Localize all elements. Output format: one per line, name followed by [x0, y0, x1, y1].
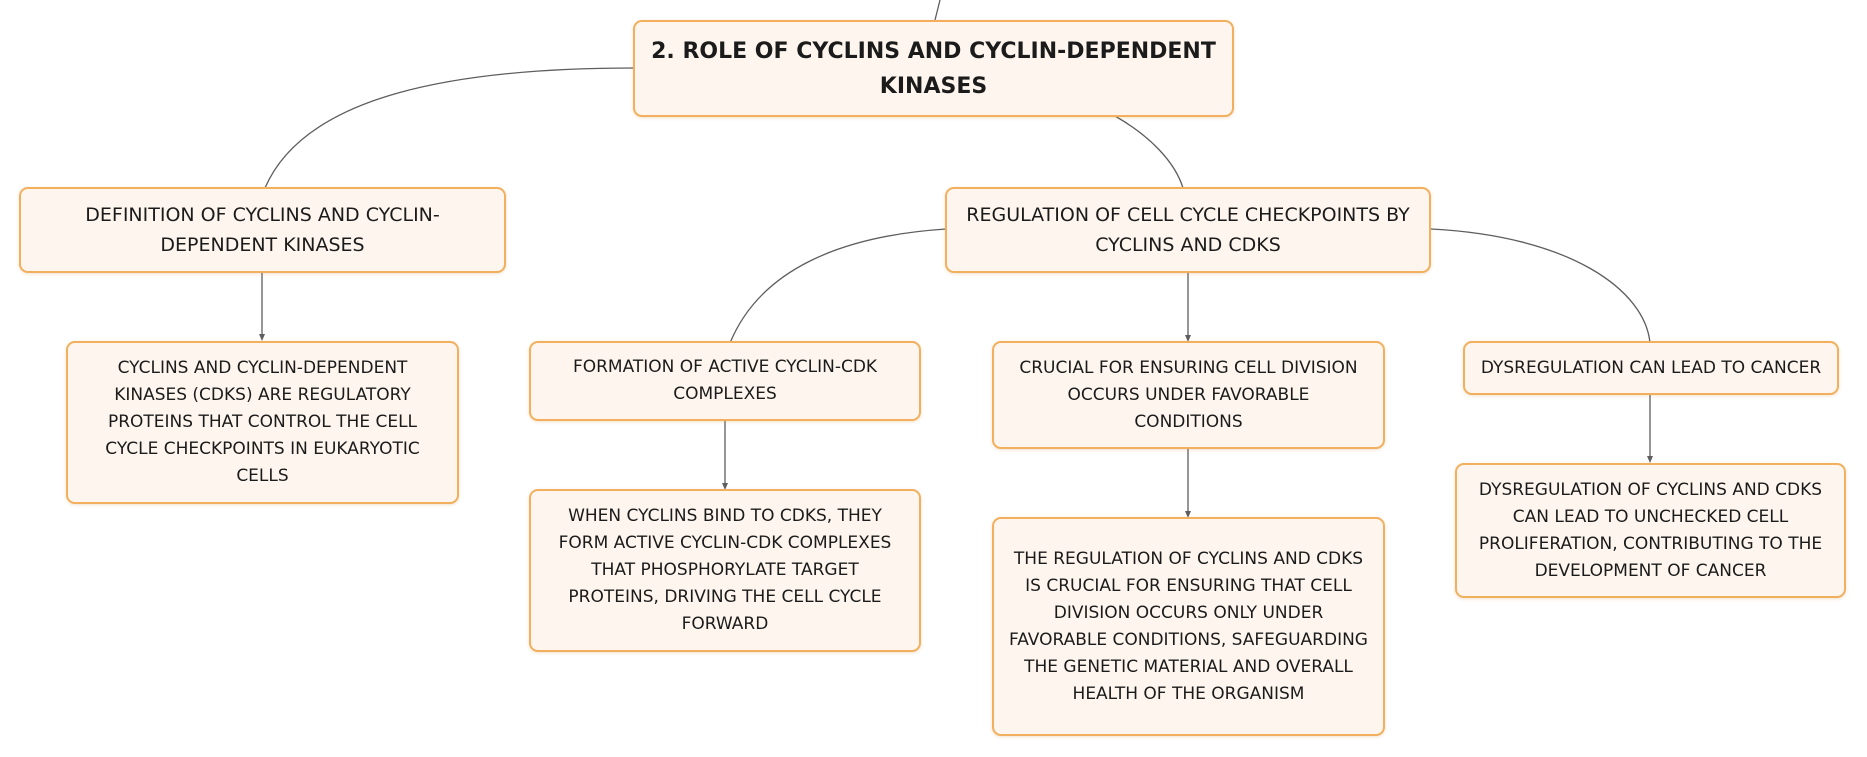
definition-detail-text: CYCLINS AND CYCLIN-DEPENDENT KINASES (CD…: [105, 358, 420, 486]
connector-incoming-root: [934, 0, 941, 21]
definition-detail-node[interactable]: CYCLINS AND CYCLIN-DEPENDENT KINASES (CD…: [66, 341, 459, 504]
dysregulation-detail-text: DYSREGULATION OF CYCLINS AND CDKS CAN LE…: [1478, 479, 1823, 581]
formation-detail-node[interactable]: WHEN CYCLINS BIND TO CDKS, THEY FORM ACT…: [529, 489, 921, 652]
dysregulation-node[interactable]: DYSREGULATION CAN LEAD TO CANCER: [1463, 341, 1839, 395]
formation-label: FORMATION OF ACTIVE CYCLIN-CDK COMPLEXES: [572, 357, 878, 404]
dysregulation-detail-node[interactable]: DYSREGULATION OF CYCLINS AND CDKS CAN LE…: [1455, 463, 1846, 598]
connector-arrowhead: [259, 334, 265, 341]
crucial-node[interactable]: CRUCIAL FOR ENSURING CELL DIVISION OCCUR…: [992, 341, 1385, 449]
formation-detail-text: WHEN CYCLINS BIND TO CDKS, THEY FORM ACT…: [558, 506, 892, 634]
dysregulation-label: DYSREGULATION CAN LEAD TO CANCER: [1480, 357, 1822, 378]
connector-root-regulation: [1114, 115, 1184, 189]
crucial-detail-node[interactable]: THE REGULATION OF CYCLINS AND CDKS IS CR…: [992, 517, 1385, 736]
formation-node[interactable]: FORMATION OF ACTIVE CYCLIN-CDK COMPLEXES: [529, 341, 921, 421]
connector-arrowhead: [1647, 456, 1653, 463]
regulation-node[interactable]: REGULATION OF CELL CYCLE CHECKPOINTS BY …: [945, 187, 1431, 273]
root-topic-label: 2. ROLE OF CYCLINS AND CYCLIN-DEPENDENT …: [651, 38, 1216, 99]
connector-regulation-dysregulation: [1430, 228, 1651, 344]
root-topic-node[interactable]: 2. ROLE OF CYCLINS AND CYCLIN-DEPENDENT …: [633, 20, 1234, 117]
connector-regulation-formation: [729, 228, 947, 344]
crucial-label: CRUCIAL FOR ENSURING CELL DIVISION OCCUR…: [1019, 357, 1358, 432]
crucial-detail-text: THE REGULATION OF CYCLINS AND CDKS IS CR…: [1009, 548, 1368, 704]
definition-node[interactable]: DEFINITION OF CYCLINS AND CYCLIN-DEPENDE…: [19, 187, 506, 273]
connector-root-definition: [264, 67, 636, 189]
definition-label: DEFINITION OF CYCLINS AND CYCLIN-DEPENDE…: [85, 204, 440, 256]
regulation-label: REGULATION OF CELL CYCLE CHECKPOINTS BY …: [966, 204, 1410, 256]
